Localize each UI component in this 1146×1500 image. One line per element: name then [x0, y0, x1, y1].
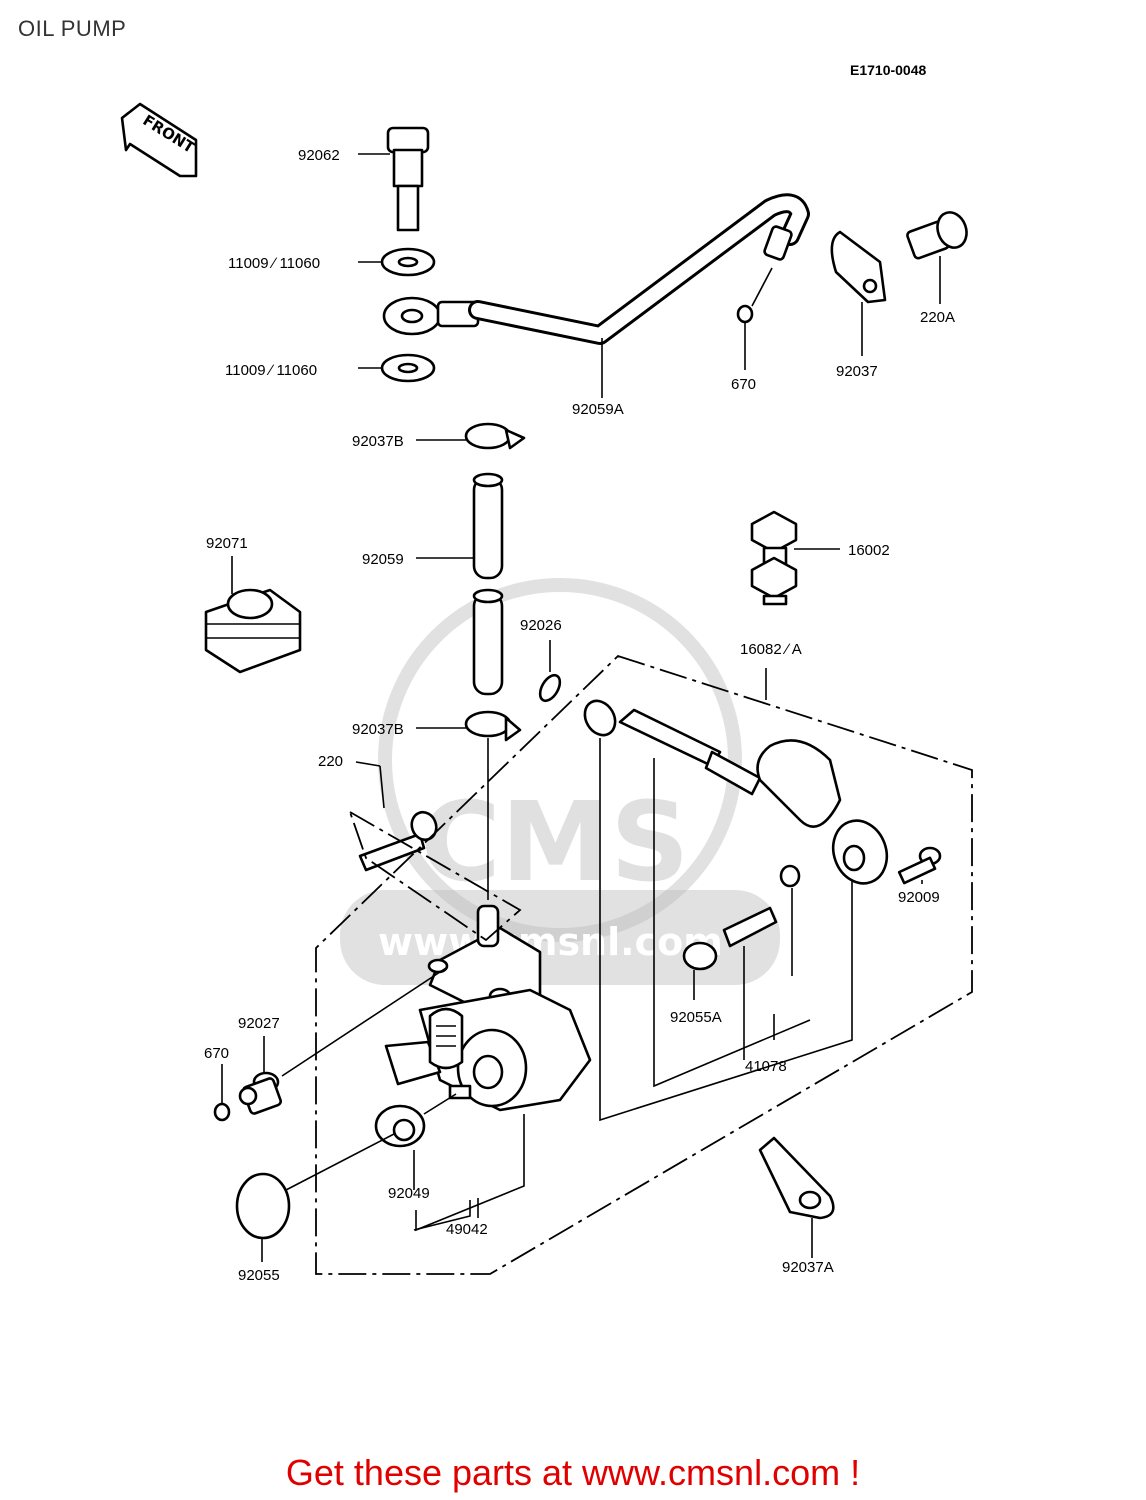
part-labels: 92062 11009 ∕ 11060 11009 ∕ 11060 92059A…: [204, 147, 955, 1284]
hose-clip-upper: [416, 422, 526, 450]
bracket-92037a: [758, 1136, 835, 1258]
front-arrow-shape: [120, 102, 198, 178]
screw-92009: [897, 846, 942, 885]
oil-pipe: [382, 193, 810, 398]
banjo-bolt: [358, 126, 430, 232]
label-92055: 92055: [238, 1267, 280, 1284]
washer-upper: [358, 247, 436, 277]
o-ring-large: [235, 1133, 395, 1262]
diagram-code: E1710-0048: [850, 62, 927, 78]
watermark: CMS www.cmsnl.com: [340, 578, 780, 985]
assembly-outline: [315, 654, 973, 1275]
oil-hose: [416, 472, 504, 696]
label-92026: 92026: [520, 617, 562, 634]
label-16002: 16002: [848, 542, 890, 559]
collar-92027: [238, 967, 447, 1115]
watermark-ring: [378, 578, 742, 942]
kit-brackets: [413, 738, 853, 1232]
rubber-cap: [204, 556, 302, 674]
watermark-brand: CMS: [420, 778, 689, 906]
clamp-bracket: [830, 230, 887, 356]
oil-seal: [374, 1093, 457, 1190]
label-92055a: 92055A: [670, 1009, 722, 1026]
label-41078: 41078: [745, 1058, 787, 1075]
label-92037a: 92037A: [782, 1259, 834, 1276]
label-92037b-lower: 92037B: [352, 721, 404, 738]
label-11009-11060-lower: 11009 ∕ 11060: [225, 362, 317, 379]
oil-pump-body: [384, 904, 592, 1112]
label-92059a: 92059A: [572, 401, 624, 418]
adjuster-bolt: [750, 510, 840, 606]
label-670-bottom: 670: [204, 1045, 229, 1062]
label-92027: 92027: [238, 1015, 280, 1032]
o-ring-small-top: [736, 267, 773, 370]
label-92037: 92037: [836, 363, 878, 380]
label-92071: 92071: [206, 535, 248, 552]
label-92062: 92062: [298, 147, 340, 164]
watermark-url: www.cmsnl.com: [378, 920, 723, 964]
pump-shaft-assembly: [583, 668, 889, 885]
label-16082-a: 16082 ∕ A: [740, 641, 802, 658]
washer-lower: [358, 353, 436, 383]
label-220: 220: [318, 753, 343, 770]
hose-clip-lower: [416, 710, 522, 900]
footer-link-text[interactable]: Get these parts at www.cmsnl.com !: [285, 1452, 861, 1493]
label-92049: 92049: [388, 1185, 430, 1202]
label-49042: 49042: [446, 1221, 488, 1238]
label-220a: 220A: [920, 309, 955, 326]
label-670-top: 670: [731, 376, 756, 393]
page-title: OIL PUMP: [18, 16, 127, 41]
bolt-220a: [906, 211, 968, 304]
o-ring-small-bottom: [213, 1064, 231, 1122]
front-arrow: FRONT: [120, 102, 198, 178]
label-92037b-upper: 92037B: [352, 433, 404, 450]
check-valve: [682, 864, 801, 971]
washer-92026: [538, 640, 562, 703]
label-11009-11060-upper: 11009 ∕ 11060: [228, 255, 320, 272]
label-92059: 92059: [362, 551, 404, 568]
label-92009: 92009: [898, 889, 940, 906]
